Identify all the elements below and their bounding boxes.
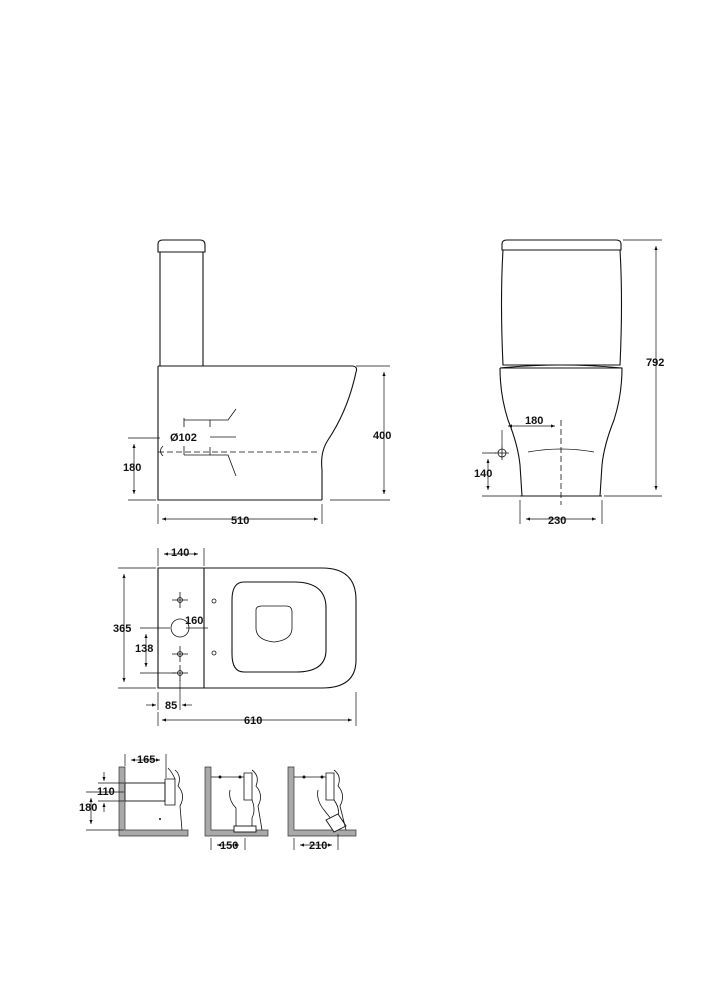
- dim-138-label: 138: [135, 643, 153, 655]
- dim-138: 138: [135, 627, 176, 674]
- dim-230-label: 230: [548, 515, 566, 527]
- dim-365: 365: [113, 567, 156, 689]
- side-view: 400 180 Ø102 510: [123, 239, 391, 527]
- plan-view: 140 365 160 138 85 610: [113, 547, 357, 727]
- dim-230: 230: [519, 500, 603, 527]
- connection-detail-wall: 165 110 180: [79, 754, 189, 837]
- dim-365-label: 365: [113, 623, 131, 635]
- dim-510-label: 510: [231, 515, 249, 527]
- dim-140-plan: 140: [157, 547, 205, 566]
- dim-510: 510: [157, 504, 323, 527]
- dim-diameter-label: Ø102: [170, 432, 197, 444]
- dim-180-side-label: 180: [123, 462, 141, 474]
- dim-180-front-label: 180: [525, 415, 543, 427]
- dim-610: 610: [157, 692, 357, 727]
- connection-detail-floor-150: 150: [204, 766, 269, 852]
- dim-400: 400: [330, 365, 391, 501]
- dim-140-front-label: 140: [474, 468, 492, 480]
- plan-view-outline: [157, 567, 357, 689]
- side-view-outline: [157, 239, 358, 501]
- dim-150-label: 150: [220, 840, 238, 852]
- dim-400-label: 400: [373, 430, 391, 442]
- dim-85-label: 85: [165, 700, 177, 712]
- dim-160-label: 160: [185, 615, 203, 627]
- dim-diameter: Ø102: [170, 432, 197, 444]
- dim-160: 160: [185, 615, 208, 629]
- dim-165-label: 165: [137, 754, 155, 766]
- dim-180-front: 180: [501, 415, 555, 446]
- dim-610-label: 610: [244, 715, 262, 727]
- connection-detail-floor-210: 210: [287, 766, 357, 852]
- connection-details: 165 110 180 150: [79, 754, 357, 852]
- dim-180-detail-label: 180: [79, 802, 97, 814]
- dim-180-side: 180: [123, 437, 160, 501]
- dim-140-front: 140: [474, 452, 520, 497]
- dim-792-label: 792: [646, 357, 664, 369]
- dim-85: 85: [146, 680, 192, 712]
- front-view-outline: [495, 239, 623, 505]
- front-view: 792 180 140 230: [474, 239, 664, 527]
- dim-210-label: 210: [309, 840, 327, 852]
- dim-140-plan-label: 140: [171, 547, 189, 559]
- dim-792: 792: [604, 239, 664, 497]
